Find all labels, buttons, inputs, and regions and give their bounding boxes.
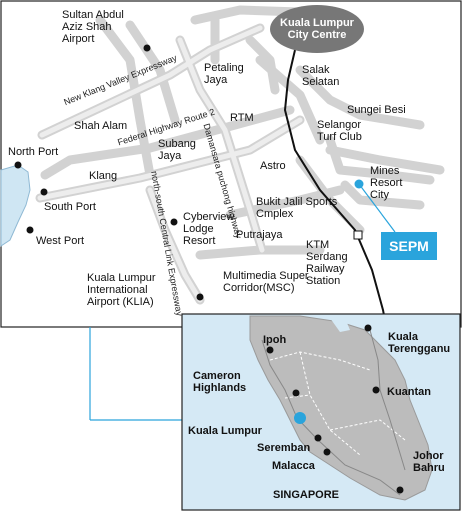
label-kuantan: Kuantan (387, 386, 431, 398)
inset-roads (261, 329, 406, 496)
label-cameron: Cameron Highlands (193, 370, 247, 394)
label-malacca: Malacca (272, 460, 315, 472)
label-rtm: RTM (230, 112, 254, 124)
label-west-port: West Port (36, 235, 85, 247)
sepm-badge: SEPM (381, 232, 437, 260)
label-ktm: KTM Serdang Railway Station (306, 239, 348, 287)
label-cyberview: Cyberview Lodge Resort (183, 211, 235, 247)
inset-dots (266, 324, 404, 494)
label-kuala-lumpur: Kuala Lumpur (188, 425, 262, 437)
state-borders (269, 351, 406, 456)
sea-area (0, 164, 31, 247)
kl-inset-marker (294, 412, 306, 424)
road-inner (37, 25, 303, 303)
peninsula-land (249, 315, 433, 501)
label-shah-alam: Shah Alam (74, 120, 128, 132)
label-petaling: Petaling Jaya (204, 62, 244, 86)
label-mines: Mines Resort City (370, 165, 403, 201)
label-bukit-jalil: Bukit Jalil Sports Cmplex (256, 196, 338, 220)
label-sultan: Sultan Abdul Aziz Shah Airport (62, 9, 124, 45)
label-johor: Johor Bahru (413, 450, 445, 474)
label-salak: Salak Selatan (302, 64, 340, 88)
label-kuala-terengganu: Kuala Terengganu (388, 331, 451, 355)
ktm-station-marker (353, 230, 363, 240)
label-klang: Klang (89, 170, 118, 182)
label-ipoh: Ipoh (263, 334, 287, 346)
label-north-port: North Port (8, 146, 59, 158)
label-astro: Astro (260, 160, 286, 172)
label-selangor-turf: Selangor Turf Club (317, 119, 362, 143)
city-centre-badge: Kuala Lumpur City Centre (270, 5, 364, 53)
label-seremban: Seremban (257, 442, 311, 454)
railway-line (283, 49, 387, 327)
label-klia: Kuala Lumpur International Airport (KLIA… (87, 272, 156, 308)
label-singapore: SINGAPORE (273, 489, 340, 501)
label-south-port: South Port (44, 201, 96, 213)
label-msc: Multimedia Super Corridor(MSC) (223, 270, 309, 294)
label-subang: Subang Jaya (158, 138, 196, 162)
location-dots (14, 44, 204, 301)
label-sungei-besi: Sungei Besi (347, 104, 406, 116)
label-putrajaya: Putrajaya (236, 229, 283, 241)
